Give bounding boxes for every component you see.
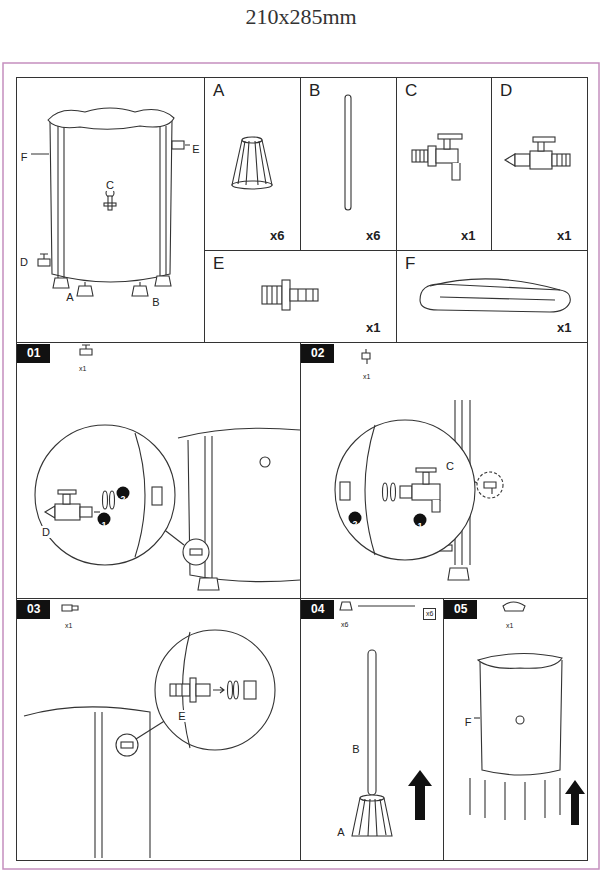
quantity: x1 — [461, 229, 475, 243]
overflow-fitting — [262, 280, 318, 310]
callout-letter: F — [20, 151, 29, 163]
step-panel: 02 x1 — [300, 342, 588, 599]
foot-cone — [232, 137, 272, 189]
step-panel: 01 x1 — [16, 342, 301, 599]
step-marker: 1 — [417, 522, 422, 532]
quantity: x6 — [366, 229, 380, 243]
step1-illustration — [35, 345, 300, 590]
step-number: 01 — [17, 344, 50, 363]
valve — [505, 137, 570, 169]
sheet-title: 210x285mm — [245, 5, 356, 29]
callout-letter: D — [19, 256, 29, 268]
callout-letter: F — [464, 716, 473, 728]
step-panel: 03 x1 — [16, 598, 301, 861]
step-panel: 05 x1 — [443, 598, 588, 861]
quantity: x1 — [506, 622, 513, 630]
part-panel: Ax6 — [204, 77, 301, 251]
step-number: 04 — [301, 600, 334, 619]
quantity: x6 — [423, 608, 436, 620]
part-letter: B — [309, 82, 320, 101]
quantity: x1 — [79, 365, 86, 373]
quantity: x1 — [557, 321, 571, 335]
callout-letter: A — [336, 826, 345, 838]
part-letter: F — [405, 255, 415, 274]
callout-letter: E — [191, 143, 200, 155]
callout-letter: B — [151, 296, 160, 308]
part-letter: C — [405, 82, 417, 101]
step-number: 02 — [301, 344, 334, 363]
storage-bag — [420, 279, 570, 312]
part-panel: Fx1 — [396, 250, 588, 343]
step-number: 03 — [17, 600, 50, 619]
barrel-overview — [31, 108, 190, 296]
step2-illustration — [335, 349, 503, 580]
part-panel: Dx1 — [491, 77, 588, 251]
callout-letter: C — [105, 179, 115, 191]
callout-letter: D — [41, 526, 51, 538]
part-panel: Cx1 — [396, 77, 492, 251]
callout-letter: C — [445, 460, 455, 472]
quantity: x1 — [363, 373, 370, 381]
step-panel: 04 x6 x6 — [300, 598, 444, 861]
step5-illustration — [470, 602, 585, 825]
overview-panel — [17, 78, 205, 343]
step3-illustration — [24, 605, 275, 858]
part-panel: Ex1 — [204, 250, 397, 343]
callout-letter: E — [177, 710, 186, 722]
part-letter: A — [213, 82, 224, 101]
page-frame — [3, 63, 599, 869]
callout-letter: B — [351, 743, 360, 755]
support-rod — [345, 95, 351, 210]
step-marker: 2 — [120, 495, 125, 505]
part-panel: Bx6 — [300, 77, 397, 251]
faucet — [412, 134, 462, 180]
callout-letter: A — [65, 291, 74, 303]
step4-illustration — [340, 602, 432, 836]
quantity: x1 — [366, 321, 380, 335]
quantity: x1 — [65, 622, 72, 630]
step-marker: 2 — [352, 520, 357, 530]
quantity: x6 — [341, 621, 348, 629]
part-letter: E — [213, 255, 224, 274]
step-number: 05 — [444, 600, 477, 619]
part-letter: D — [500, 82, 512, 101]
quantity: x6 — [270, 229, 284, 243]
step-marker: 1 — [101, 521, 106, 531]
quantity: x1 — [557, 229, 571, 243]
